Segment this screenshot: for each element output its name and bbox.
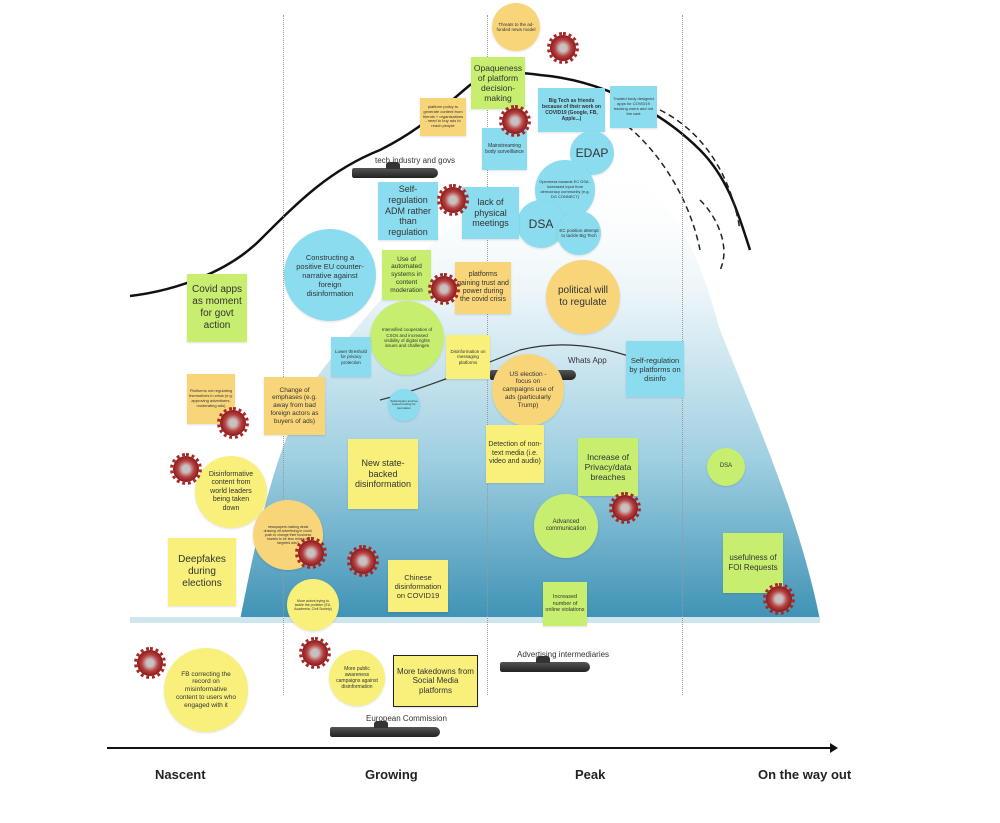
sticky-note[interactable]: Use of automated systems in content mode… <box>382 250 431 300</box>
coronavirus-icon <box>428 273 460 305</box>
sticky-note[interactable]: FB correcting the record on misinformati… <box>164 648 248 732</box>
stage-divider <box>283 15 284 695</box>
coronavirus-icon <box>609 492 641 524</box>
sticky-note[interactable]: Big Tech as friends because of their wor… <box>538 88 605 132</box>
submarine-icon <box>352 162 438 178</box>
sticky-note[interactable]: Subscription and fee based funding for j… <box>388 389 420 421</box>
sticky-note[interactable]: DSA <box>707 448 745 486</box>
coronavirus-icon <box>217 407 249 439</box>
sticky-note[interactable]: Constructing a positive EU counter-narra… <box>284 229 376 321</box>
sticky-note[interactable]: Chinese disinformation on COVID19 <box>388 560 448 612</box>
sticky-note[interactable]: platform policy to generate content from… <box>420 98 466 136</box>
sticky-note[interactable]: Increased number of online violations <box>543 582 587 626</box>
sticky-note[interactable]: platforms gaining trust and power during… <box>455 262 511 314</box>
sticky-note[interactable]: Self-regulation ADM rather than regulati… <box>378 182 438 240</box>
sticky-note[interactable]: Intensified cooperation of CSOs and incr… <box>370 301 444 375</box>
sticky-note[interactable]: New state-backed disinformation <box>348 439 418 509</box>
sticky-note[interactable]: EC position attempt to tackle Big Tech <box>557 211 601 255</box>
stage-label-on-the-way-out: On the way out <box>758 767 852 782</box>
submarine-icon <box>330 721 440 737</box>
coronavirus-icon <box>437 184 469 216</box>
coronavirus-icon <box>295 537 327 569</box>
submarine-icon <box>500 656 590 672</box>
sticky-note[interactable]: lack of physical meetings <box>462 187 519 239</box>
sticky-note[interactable]: Detection of non-text media (i.e. video … <box>486 425 544 483</box>
coronavirus-icon <box>170 453 202 485</box>
coronavirus-icon <box>763 583 795 615</box>
actor-label: European Commission <box>366 714 447 723</box>
sticky-note[interactable]: Disinformation on messaging platforms <box>446 335 490 379</box>
actor-label: Advertising intermediaries <box>517 650 610 659</box>
coronavirus-icon <box>299 637 331 669</box>
stage-label-peak: Peak <box>575 767 606 782</box>
sticky-note[interactable]: Increase of Privacy/data breaches <box>578 438 638 496</box>
sticky-note[interactable]: More public awareness campaigns against … <box>329 650 385 706</box>
sticky-note[interactable]: US election - focus on campaigns use of … <box>492 354 564 426</box>
sticky-note[interactable]: Trusted body designed apps for COVID19 t… <box>610 86 657 128</box>
sticky-note[interactable]: Disinformative content from world leader… <box>195 456 267 528</box>
sticky-note[interactable]: Advanced communication <box>534 494 598 558</box>
sticky-note[interactable]: DSA <box>517 200 565 248</box>
stage-label-nascent: Nascent <box>155 767 206 782</box>
sticky-note[interactable]: Self-regulation by platforms on disinfo <box>626 341 684 397</box>
sticky-note[interactable]: Lower threshold for privacy protection <box>331 337 371 377</box>
sticky-note[interactable]: Change of emphases (e.g. away from bad f… <box>264 377 325 435</box>
sticky-note[interactable]: More takedowns from Social Media platfor… <box>393 655 478 707</box>
sticky-note[interactable]: Threats to the ad-funded news model <box>492 3 540 51</box>
sticky-note[interactable]: Opaqueness of platform decision-making <box>471 57 525 109</box>
coronavirus-icon <box>499 105 531 137</box>
actor-label: Whats App <box>568 356 607 365</box>
sticky-note[interactable]: political will to regulate <box>546 260 620 334</box>
actor-label: tech industry and govs <box>375 156 456 165</box>
coronavirus-icon <box>347 545 379 577</box>
coronavirus-icon <box>134 647 166 679</box>
stage-label-growing: Growing <box>365 767 418 782</box>
sticky-note[interactable]: Deepfakes during elections <box>168 538 236 606</box>
sticky-note[interactable]: Covid apps as moment for govt action <box>187 274 247 342</box>
sticky-note[interactable]: More actors trying to tackle the problem… <box>287 579 339 631</box>
coronavirus-icon <box>547 32 579 64</box>
